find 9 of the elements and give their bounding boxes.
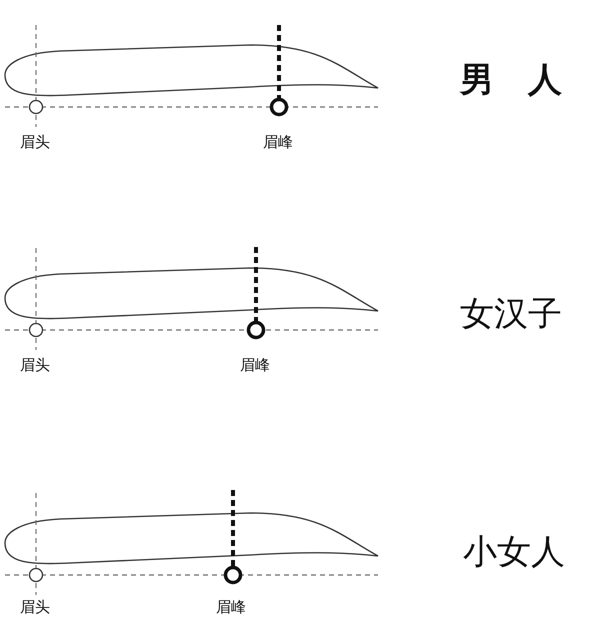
category-title: 男 人 bbox=[460, 63, 562, 97]
point-label: 眉头 bbox=[20, 135, 50, 150]
point-label: 眉头 bbox=[20, 358, 50, 373]
category-title: 小女人 bbox=[463, 535, 565, 569]
point-label: 眉峰 bbox=[216, 600, 246, 615]
point-label: 眉头 bbox=[20, 600, 50, 615]
point-label: 眉峰 bbox=[240, 358, 270, 373]
category-title: 女汉子 bbox=[460, 297, 562, 331]
point-label: 眉峰 bbox=[263, 135, 293, 150]
